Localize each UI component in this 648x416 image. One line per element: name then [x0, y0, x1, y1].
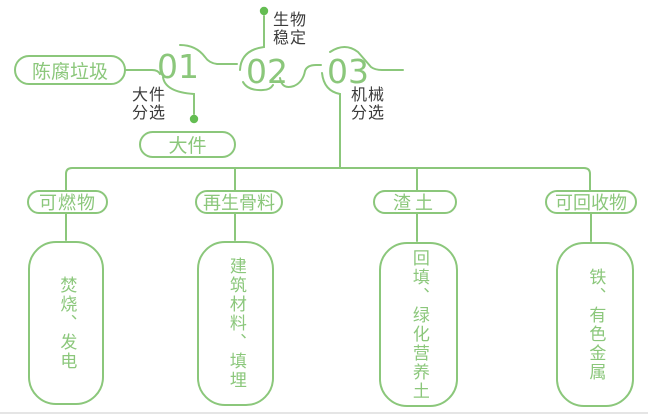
bio-stabilization-dot: [259, 6, 269, 16]
line-source-to-step1: [125, 69, 161, 75]
source-node-aged-waste: 陈腐垃圾: [14, 55, 126, 85]
outcome-box-backfill: 回填、绿化营养土: [379, 242, 458, 407]
outcome-box-incineration: 焚烧、发电: [28, 241, 104, 405]
step-number-2: 02: [246, 52, 288, 91]
branch-node-slag-soil: 渣土: [373, 190, 457, 214]
line-step3-down: [321, 72, 341, 169]
outcome-text-incineration: 焚烧、发电: [56, 275, 77, 371]
step-label-mechanical-sorting: 机械 分选: [351, 85, 386, 122]
branch-node-recyclables: 可回收物: [545, 190, 637, 214]
bulky-sorting-dot: [189, 114, 199, 124]
step-number-3: 03: [327, 52, 369, 91]
line-step1-to-step2: [179, 44, 238, 65]
step-label-bio-stabilization: 生物 稳定: [273, 10, 308, 47]
line-step3-out: [329, 46, 404, 71]
step-label-bulky-sorting: 大件 分选: [132, 85, 167, 122]
outcome-box-construction-materials: 建筑材料、填埋: [197, 241, 274, 406]
line-step1-to-bulky: [162, 76, 195, 115]
branch-bus: [65, 167, 591, 191]
bottom-border-line: [0, 412, 648, 414]
outcome-text-metals: 铁、有色金属: [585, 267, 606, 382]
branch-node-combustibles: 可燃物: [27, 190, 108, 214]
outcome-text-backfill: 回填、绿化营养土: [408, 248, 429, 401]
branch-node-recycled-aggregate: 再生骨料: [195, 190, 283, 214]
arc-step2-bottom: [242, 81, 274, 92]
outcome-box-metals: 铁、有色金属: [556, 242, 634, 407]
outcome-text-construction-materials: 建筑材料、填埋: [225, 257, 246, 390]
node-bulky-items: 大件: [139, 131, 236, 158]
step-number-1: 01: [157, 47, 199, 86]
line-step2-to-step3: [279, 64, 322, 88]
line-step2-up: [239, 15, 265, 71]
